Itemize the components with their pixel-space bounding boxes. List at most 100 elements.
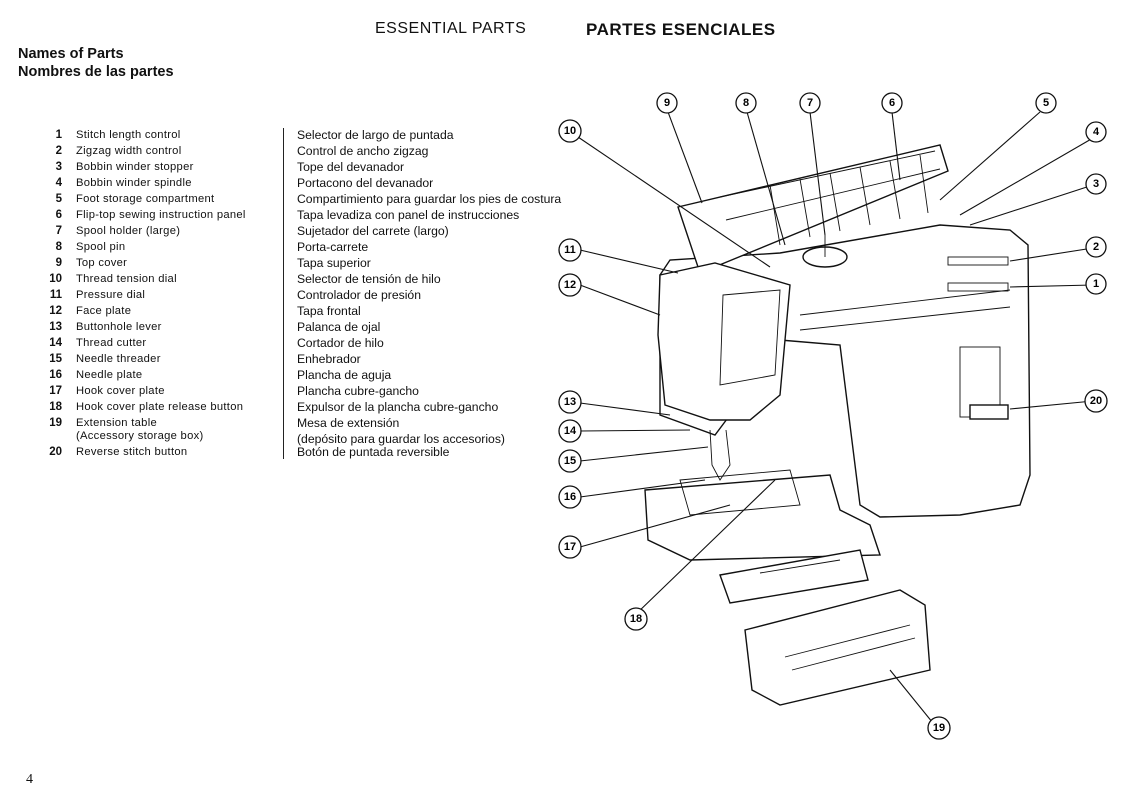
callout-19: 19 <box>927 716 951 740</box>
part-number: 9 <box>55 257 62 269</box>
svg-text:16: 16 <box>564 491 576 503</box>
part-number: 7 <box>55 225 62 237</box>
part-name-es: Selector de tensión de hilo <box>297 272 441 286</box>
part-name-en: Thread cutter <box>76 337 147 349</box>
svg-text:4: 4 <box>1093 126 1100 138</box>
part-name-es: Selector de largo de puntada <box>297 128 454 142</box>
part-number: 16 <box>49 369 62 381</box>
part-number: 17 <box>49 385 62 397</box>
svg-text:13: 13 <box>564 396 576 408</box>
page-number: 4 <box>26 772 33 787</box>
svg-text:17: 17 <box>564 541 576 553</box>
svg-text:11: 11 <box>564 244 576 256</box>
svg-text:6: 6 <box>889 97 895 109</box>
part-name-en: Foot storage compartment <box>76 193 215 205</box>
callout-8: 8 <box>735 92 757 114</box>
part-name-en-block: Extension table (Accessory storage box) <box>76 415 276 444</box>
callout-12: 12 <box>558 273 582 297</box>
machine-outline <box>644 144 1031 706</box>
part-name-en: Bobbin winder stopper <box>76 161 194 173</box>
part-name-en: Spool pin <box>76 241 126 253</box>
svg-text:3: 3 <box>1093 178 1099 190</box>
part-name-es: Mesa de extensión <box>297 416 400 430</box>
part-name-es: Tapa levadiza con panel de instrucciones <box>297 208 520 222</box>
part-number: 10 <box>49 273 62 285</box>
part-name-en: Flip-top sewing instruction panel <box>76 209 246 221</box>
header-title-es: PARTES ESENCIALES <box>586 20 776 39</box>
part-name-es: Tapa superior <box>297 256 371 270</box>
part-number: 12 <box>49 305 62 317</box>
part-name-en: Hook cover plate <box>76 385 165 397</box>
part-name-es: Tope del devanador <box>297 160 405 174</box>
part-name-en: Zigzag width control <box>76 145 182 157</box>
part-number: 6 <box>55 209 62 221</box>
svg-text:9: 9 <box>664 97 670 109</box>
part-name-es: Palanca de ojal <box>297 320 381 334</box>
part-name-es: Porta-carrete <box>297 240 369 254</box>
callout-11: 11 <box>558 238 582 262</box>
part-name-es: Compartimiento para guardar los pies de … <box>297 192 562 206</box>
part-name-es: Portacono del devanador <box>297 176 434 190</box>
part-number: 18 <box>49 401 62 413</box>
part-name-en: Stitch length control <box>76 129 181 141</box>
sewing-machine-diagram: 9 8 7 6 5 10 4 3 11 2 12 1 13 20 14 15 1… <box>558 92 1108 740</box>
part-name-es: Cortador de hilo <box>297 336 384 350</box>
part-name-en: Spool holder (large) <box>76 225 181 237</box>
part-name-en: Needle plate <box>76 369 143 381</box>
part-name-en: Extension table <box>76 417 157 429</box>
svg-text:19: 19 <box>933 722 945 734</box>
svg-text:7: 7 <box>807 97 813 109</box>
section-title-en: Names of Parts <box>18 46 124 62</box>
part-number: 3 <box>55 161 62 173</box>
part-name-es: Plancha cubre-gancho <box>297 384 419 398</box>
callout-16: 16 <box>558 485 582 509</box>
svg-text:20: 20 <box>1090 395 1102 407</box>
part-number: 2 <box>55 145 62 157</box>
callout-17: 17 <box>558 535 582 559</box>
svg-text:8: 8 <box>743 97 749 109</box>
callout-9: 9 <box>656 92 678 114</box>
part-number: 8 <box>55 241 62 253</box>
part-number: 13 <box>49 321 62 333</box>
callout-7: 7 <box>799 92 821 114</box>
header-title-en: ESSENTIAL PARTS <box>375 20 527 37</box>
callout-1: 1 <box>1085 273 1107 295</box>
part-name-en-note: (Accessory storage box) <box>76 430 204 442</box>
part-name-es: Enhebrador <box>297 352 361 366</box>
svg-text:5: 5 <box>1043 97 1049 109</box>
part-number: 11 <box>49 289 62 301</box>
callout-18: 18 <box>624 607 648 631</box>
part-name-en: Reverse stitch button <box>76 446 188 458</box>
part-name-es: Control de ancho zigzag <box>297 144 429 158</box>
callout-15: 15 <box>558 449 582 473</box>
svg-text:12: 12 <box>564 279 576 291</box>
part-name-en: Hook cover plate release button <box>76 401 244 413</box>
part-name-es: Controlador de presión <box>297 288 421 302</box>
part-name-es: Botón de puntada reversible <box>297 445 450 459</box>
part-name-en: Buttonhole lever <box>76 321 162 333</box>
callout-5: 5 <box>1035 92 1057 114</box>
callout-2: 2 <box>1085 236 1107 258</box>
callout-10: 10 <box>558 119 582 143</box>
part-name-en: Top cover <box>76 257 128 269</box>
callout-3: 3 <box>1085 173 1107 195</box>
section-title-es: Nombres de las partes <box>18 64 174 80</box>
part-name-en: Pressure dial <box>76 289 146 301</box>
svg-text:18: 18 <box>630 613 642 625</box>
column-divider <box>283 128 284 459</box>
part-name-en: Thread tension dial <box>76 273 177 285</box>
svg-text:14: 14 <box>564 425 577 437</box>
callout-20: 20 <box>1084 389 1108 413</box>
callout-6: 6 <box>881 92 903 114</box>
callout-13: 13 <box>558 390 582 414</box>
part-number: 1 <box>55 129 62 141</box>
svg-text:1: 1 <box>1093 278 1099 290</box>
part-name-es-block: Mesa de extensión (depósito para guardar… <box>297 415 627 447</box>
svg-text:2: 2 <box>1093 241 1099 253</box>
part-name-en: Face plate <box>76 305 132 317</box>
part-number: 15 <box>49 353 62 365</box>
callout-4: 4 <box>1085 121 1107 143</box>
leader-lines <box>577 111 1094 729</box>
part-name-en: Needle threader <box>76 353 161 365</box>
part-name-es: Expulsor de la plancha cubre-gancho <box>297 400 499 414</box>
